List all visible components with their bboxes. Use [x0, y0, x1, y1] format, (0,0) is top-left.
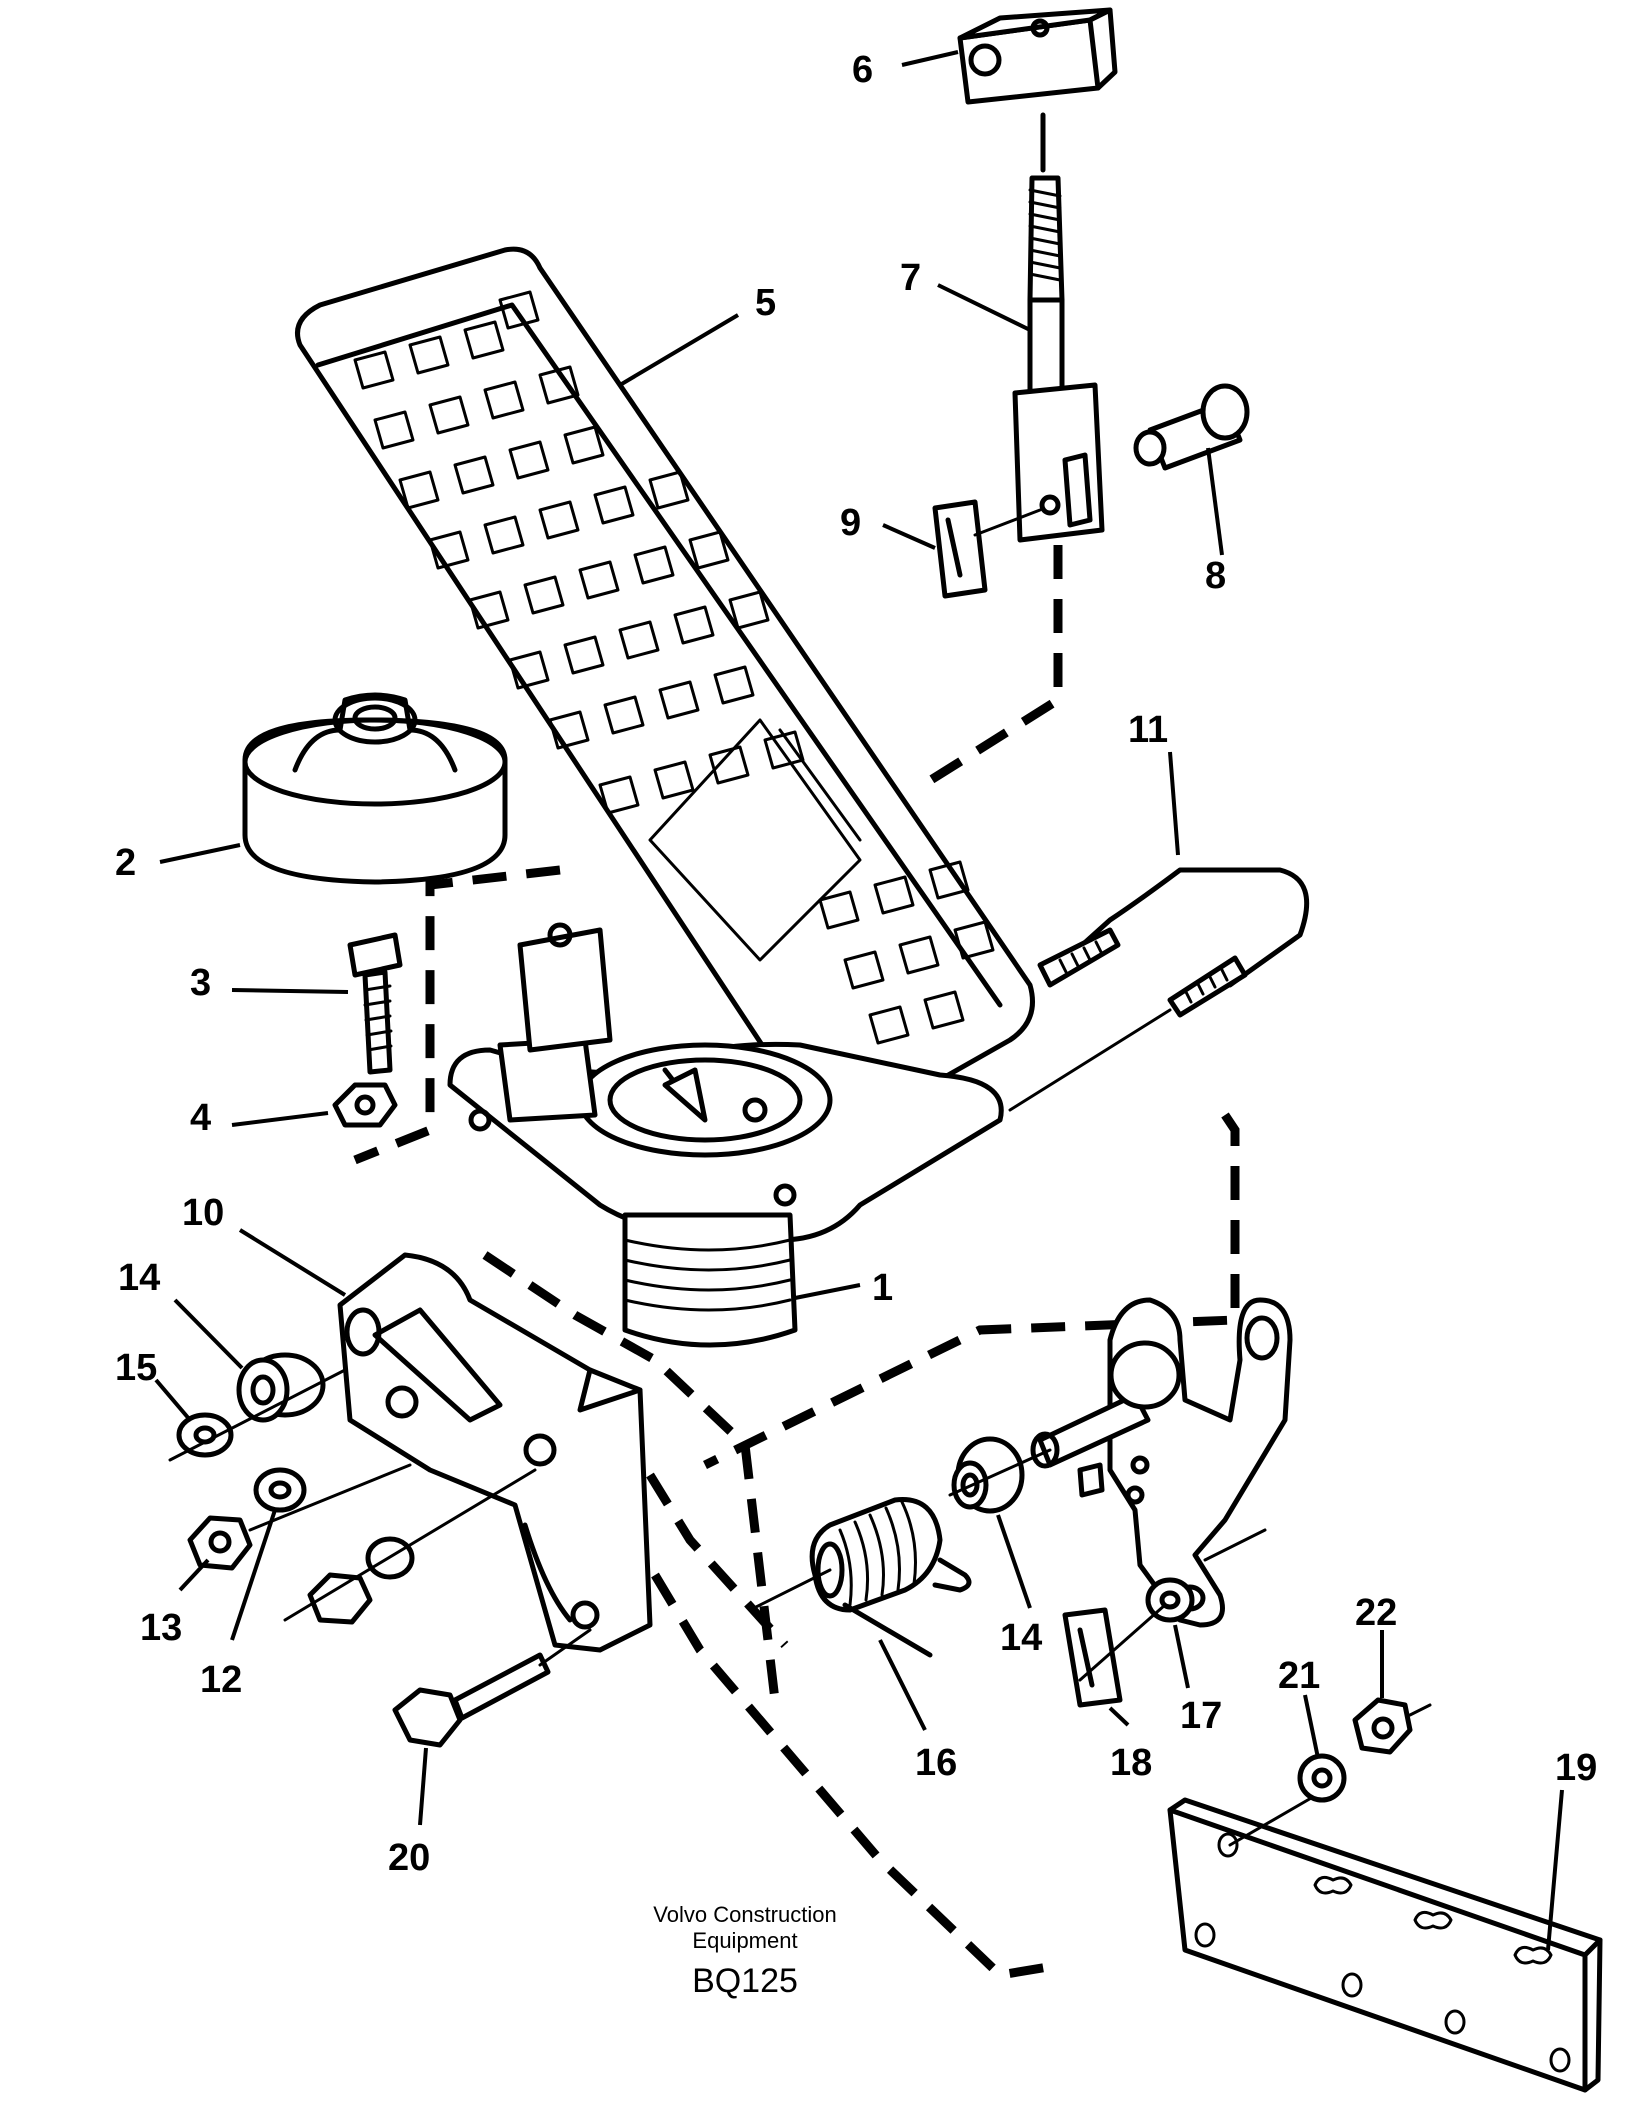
callout-numbers: 6 7 5 8 9 11 2 3 4 1 10 14 15 13 12 14 1… — [115, 49, 1597, 1879]
part-5-pedal-plate — [295, 246, 1035, 1133]
callout-1: 1 — [872, 1267, 893, 1309]
callout-8: 8 — [1205, 555, 1226, 597]
part-13-nut — [187, 1463, 412, 1571]
part-20-bolt — [392, 1628, 592, 1748]
part-6-clamp-block — [957, 7, 1118, 105]
callout-7: 7 — [900, 257, 921, 299]
callout-5: 5 — [755, 282, 776, 324]
callout-20: 20 — [388, 1837, 430, 1879]
part-4-nut — [332, 1082, 398, 1128]
callout-13: 13 — [140, 1607, 182, 1649]
callout-6: 6 — [852, 49, 873, 91]
diagram-code: BQ125 — [692, 1962, 798, 2000]
callout-22: 22 — [1355, 1592, 1397, 1634]
callout-16: 16 — [915, 1742, 957, 1784]
callout-3: 3 — [190, 962, 211, 1004]
part-14-spacer-right — [948, 1436, 1052, 1514]
part-1-pedal-housing — [447, 922, 1004, 1348]
part-18-clip — [1062, 1603, 1167, 1708]
pedal-tread-pattern — [353, 290, 995, 1045]
callout-21: 21 — [1278, 1655, 1320, 1697]
part-nut-lower — [283, 1468, 537, 1625]
callout-14-right: 14 — [1000, 1617, 1042, 1659]
callout-9: 9 — [840, 502, 861, 544]
part-21-washer — [1297, 1753, 1347, 1803]
part-3-bolt — [347, 932, 403, 1075]
callout-11: 11 — [1128, 709, 1168, 751]
callout-18: 18 — [1110, 1742, 1152, 1784]
plate-holes — [1194, 1832, 1571, 2073]
lever-arm-assembly — [1030, 1297, 1293, 1628]
callout-10: 10 — [182, 1192, 224, 1234]
callout-17: 17 — [1180, 1695, 1222, 1737]
part-8-pin — [1133, 383, 1250, 471]
callout-15: 15 — [115, 1347, 157, 1389]
company-name-line1: Volvo Construction — [653, 1902, 836, 1927]
part-7-threaded-rod-clevis — [1012, 112, 1105, 543]
part-12-washer — [253, 1467, 307, 1513]
part-9-clip — [932, 499, 1042, 599]
callout-4: 4 — [190, 1097, 211, 1139]
callout-19: 19 — [1555, 1747, 1597, 1789]
part-16-spring — [748, 1497, 972, 1658]
company-name-line2: Equipment — [692, 1928, 797, 1953]
part-11-cable — [1008, 867, 1310, 1112]
part-19-mounting-plate — [1167, 1788, 1603, 2093]
part-10-bracket — [337, 1252, 653, 1653]
callout-12: 12 — [200, 1659, 242, 1701]
part-2-rubber-bellows — [242, 692, 508, 885]
part-15-lock-washer — [168, 1368, 347, 1462]
part-22-nut — [1352, 1697, 1432, 1755]
callout-2: 2 — [115, 842, 136, 884]
callout-14-left: 14 — [118, 1257, 160, 1299]
footer-credit: Volvo Construction Equipment BQ125 — [653, 1902, 836, 2000]
callout-leader-lines — [154, 50, 1564, 1951]
